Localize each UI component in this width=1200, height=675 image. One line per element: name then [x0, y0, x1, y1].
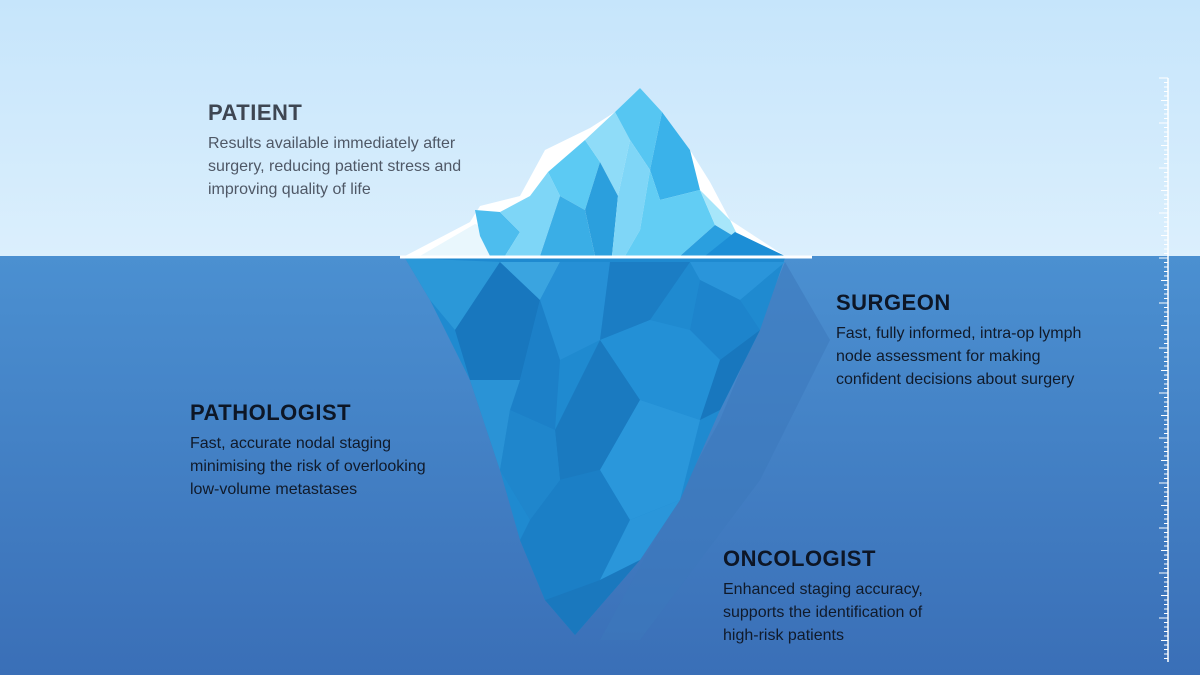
oncologist-description: Enhanced staging accuracy, supports the …	[723, 578, 1023, 647]
pathologist-description: Fast, accurate nodal staging minimising …	[190, 432, 490, 501]
pathologist-line: Fast, accurate nodal staging	[190, 435, 392, 452]
surgeon-line: confident decisions about surgery	[836, 371, 1075, 388]
patient-heading: PATIENT	[208, 100, 303, 125]
patient-description: Results available immediately after surg…	[208, 132, 528, 201]
oncologist-line: Enhanced staging accuracy,	[723, 581, 923, 598]
oncologist-line: supports the identification of	[723, 604, 923, 621]
iceberg-underwater	[405, 258, 785, 635]
surgeon-block: SURGEON Fast, fully informed, intra-op l…	[836, 290, 1156, 391]
pathologist-block: PATHOLOGIST Fast, accurate nodal staging…	[190, 400, 490, 501]
pathologist-line: low-volume metastases	[190, 481, 358, 498]
patient-line: surgery, reducing patient stress and	[208, 158, 462, 175]
pathologist-line: minimising the risk of overlooking	[190, 458, 426, 475]
patient-line: improving quality of life	[208, 181, 371, 198]
surgeon-line: node assessment for making	[836, 348, 1041, 365]
iceberg-shadow	[600, 262, 830, 640]
oncologist-line: high-risk patients	[723, 627, 844, 644]
oncologist-block: ONCOLOGIST Enhanced staging accuracy, su…	[723, 546, 1023, 647]
patient-line: Results available immediately after	[208, 135, 456, 152]
pathologist-heading: PATHOLOGIST	[190, 400, 352, 425]
scale-ruler	[1159, 77, 1169, 662]
surgeon-line: Fast, fully informed, intra-op lymph	[836, 325, 1082, 342]
iceberg-tip	[405, 88, 785, 256]
surgeon-heading: SURGEON	[836, 290, 951, 315]
surgeon-description: Fast, fully informed, intra-op lymph nod…	[836, 322, 1156, 391]
oncologist-heading: ONCOLOGIST	[723, 546, 876, 571]
patient-block: PATIENT Results available immediately af…	[208, 100, 528, 201]
